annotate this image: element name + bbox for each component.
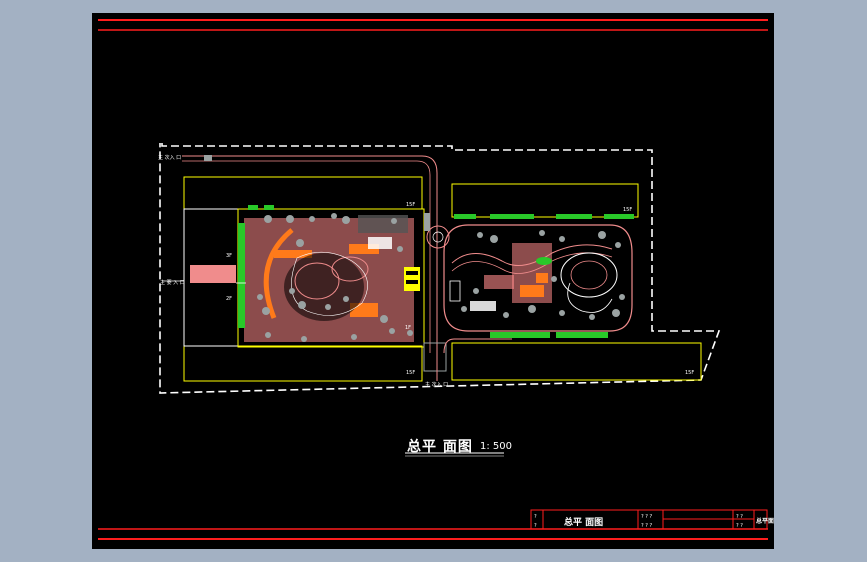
drawing-frame [98,19,768,540]
drawing-title: 总平 面图 [407,439,473,455]
site-plan-drawing: ?? ? ? ?? ? ? ? ?? ? [98,19,768,540]
site-boundary [159,143,721,394]
svg-text:? ?: ? ? [736,514,743,520]
title-block-drawing-name: 总平 面图 [564,518,604,528]
left-plot [162,176,425,382]
floor-label-1f: 1F [405,325,412,331]
floor-label-3f: 3F [226,253,233,259]
svg-text:? ?: ? ? [736,523,743,529]
floor-label-2f: 2F [226,296,233,302]
svg-text:?: ? [534,523,537,529]
title-block [530,509,768,530]
entrance-bottom-label: 主 次入 口 [425,382,449,388]
title-block-drawing-code: 总平面 [756,518,775,525]
right-plot [443,183,702,381]
svg-text:?: ? [534,514,537,520]
drawing-scale: 1: 500 [480,441,512,452]
entrance-top-label: 主 次入 口 [158,155,182,161]
central-road [182,155,512,381]
floor-label-15f-a: 15F [406,202,416,208]
floor-label-15f-c: 15F [406,370,416,376]
svg-text:? ? ?: ? ? ? [641,514,652,520]
entrance-left-label: 主 要 入 口 [160,280,185,286]
floor-label-15f-b: 15F [623,207,633,213]
svg-text:? ? ?: ? ? ? [641,523,652,529]
cad-sheet: ?? ? ? ?? ? ? ? ?? ? 主 次入 口 主 要 入 口 主 次入… [92,13,774,549]
floor-label-15f-d: 15F [685,370,695,376]
